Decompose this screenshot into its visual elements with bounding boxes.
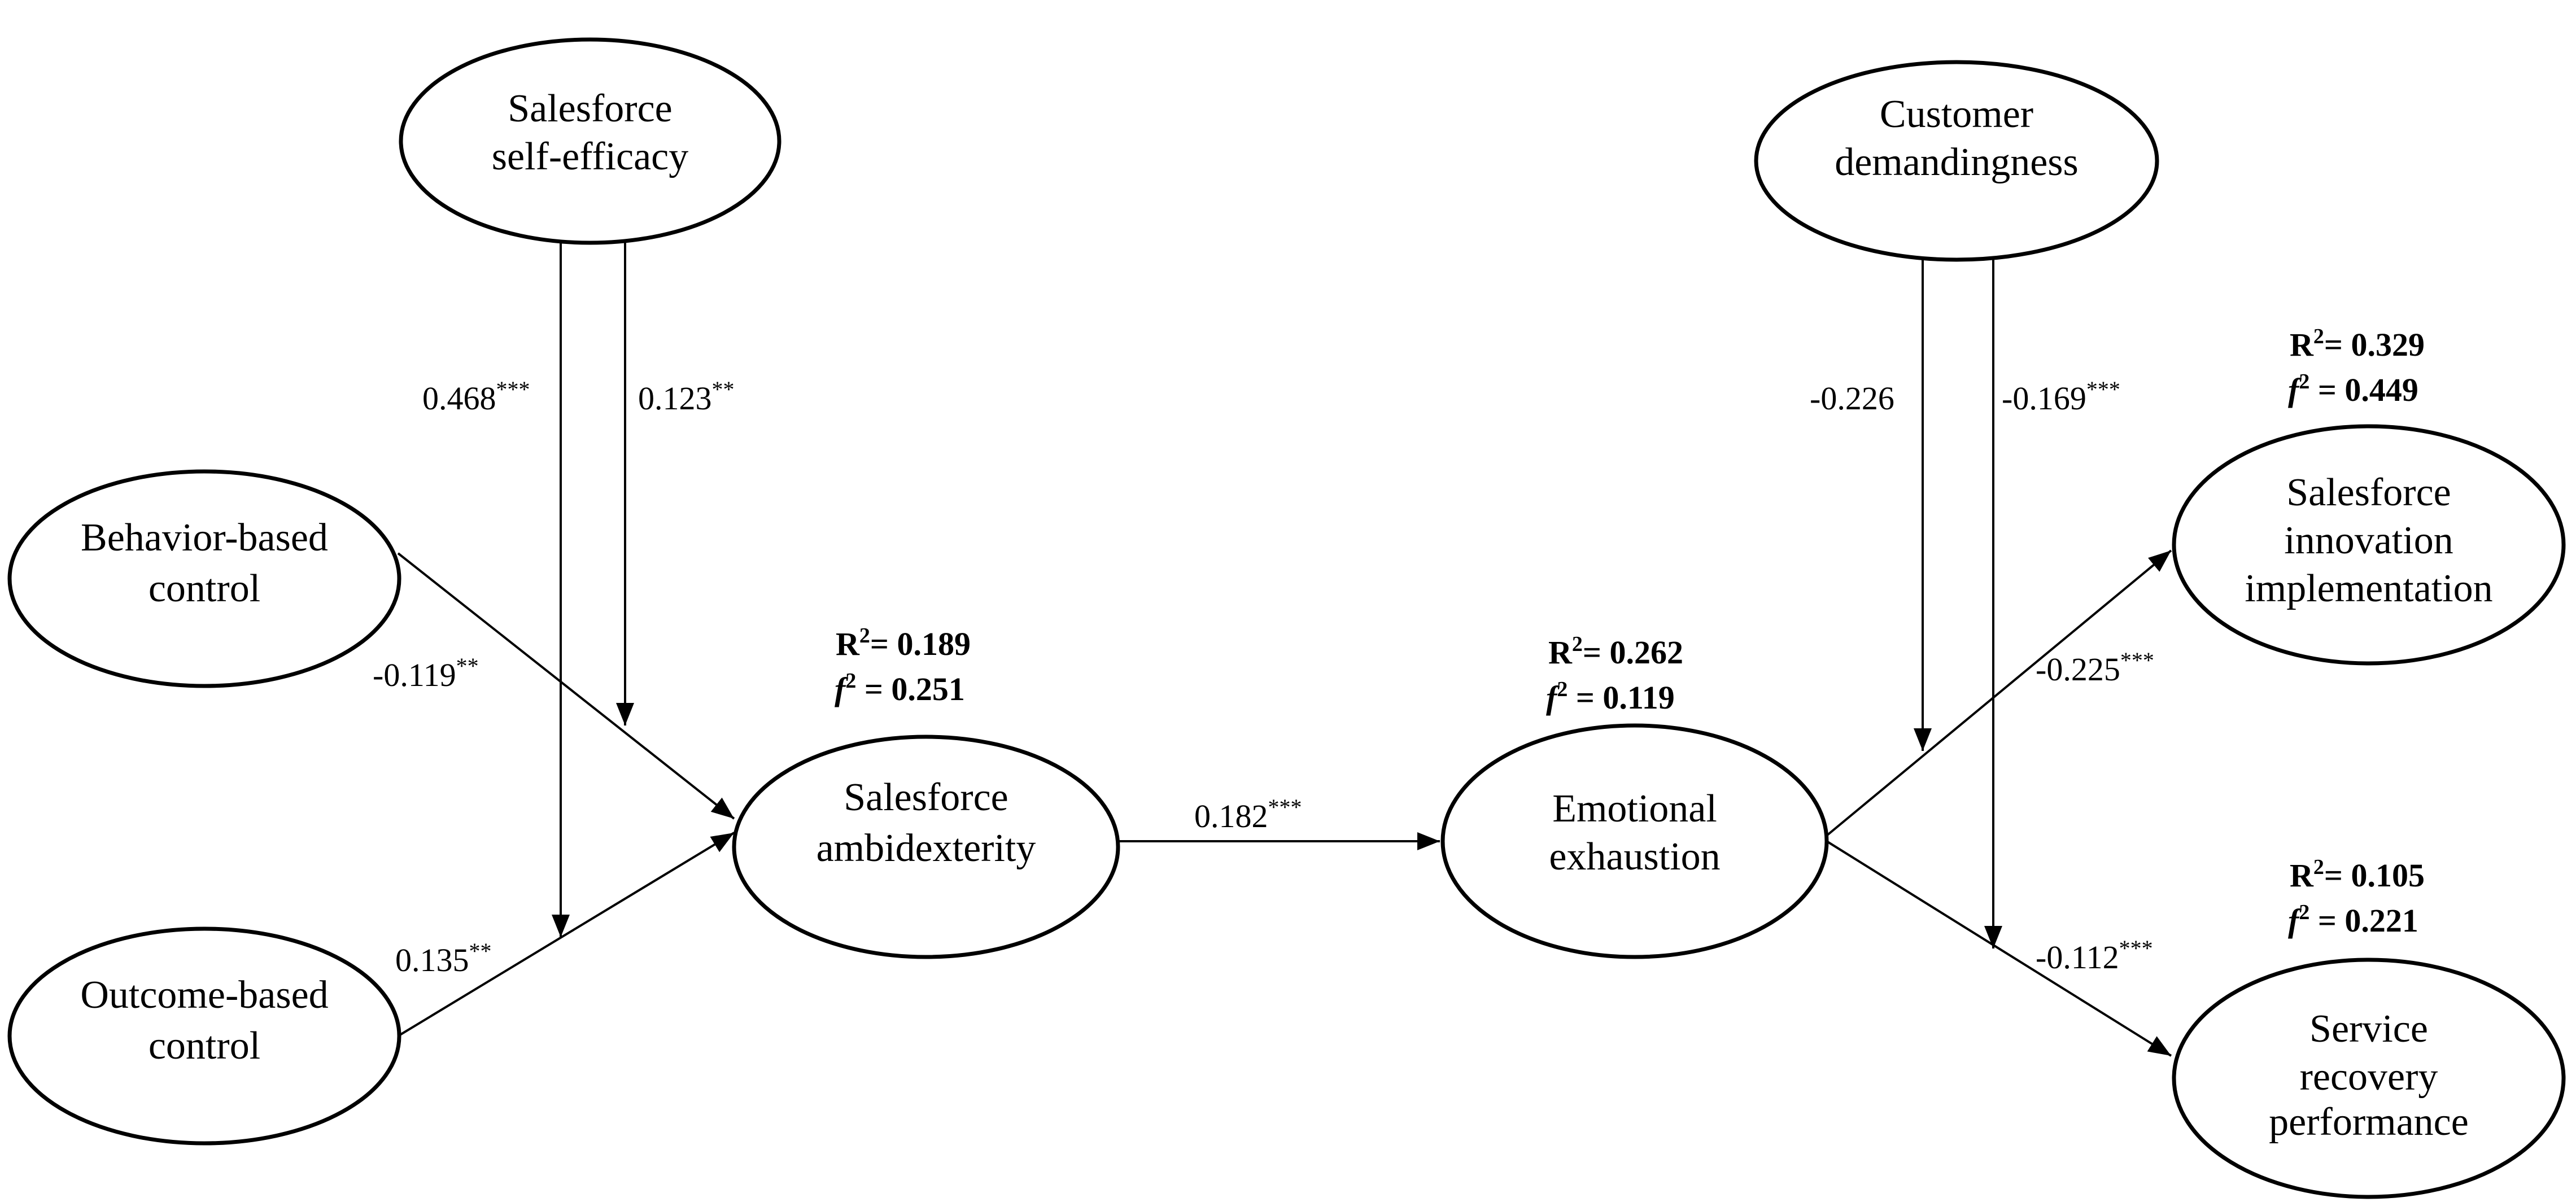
coef-demandingness-innovation: -0.226	[1810, 380, 1894, 417]
r2-recovery: R2= 0.105	[2290, 855, 2425, 894]
stats-exhaustion: R2= 0.262 f2 = 0.119	[1546, 632, 1683, 716]
coef-ambidexterity-exhaustion: 0.182***	[1194, 794, 1302, 834]
edge-exhaustion-to-recovery	[1826, 840, 2172, 1057]
r2-ambidexterity: R2= 0.189	[836, 624, 971, 662]
stats-ambidexterity: R2= 0.189 f2 = 0.251	[835, 624, 971, 707]
f2-innovation: f2 = 0.449	[2288, 370, 2418, 408]
f2-ambidexterity: f2 = 0.251	[835, 669, 965, 707]
stats-recovery: R2= 0.105 f2 = 0.221	[2288, 855, 2425, 939]
coef-outcome-ambidexterity: 0.135**	[395, 938, 492, 978]
edge-outcome-to-ambidexterity	[397, 832, 735, 1037]
f2-exhaustion: f2 = 0.119	[1546, 678, 1675, 716]
edge-exhaustion-to-innovation	[1826, 549, 2172, 837]
coef-exhaustion-innovation: -0.225***	[2036, 648, 2154, 688]
f2-recovery: f2 = 0.221	[2288, 901, 2418, 939]
coef-demandingness-recovery: -0.169***	[2002, 377, 2120, 417]
stats-innovation: R2= 0.329 f2 = 0.449	[2288, 325, 2425, 408]
coef-exhaustion-recovery: -0.112***	[2036, 936, 2153, 976]
r2-innovation: R2= 0.329	[2290, 325, 2425, 363]
coef-behavior-ambidexterity: -0.119**	[373, 653, 479, 693]
coef-self-efficacy-outcome: 0.468***	[422, 377, 530, 417]
coef-self-efficacy-behavior: 0.123**	[638, 377, 735, 417]
edge-behavior-to-ambidexterity	[397, 552, 735, 820]
r2-exhaustion: R2= 0.262	[1548, 632, 1683, 671]
